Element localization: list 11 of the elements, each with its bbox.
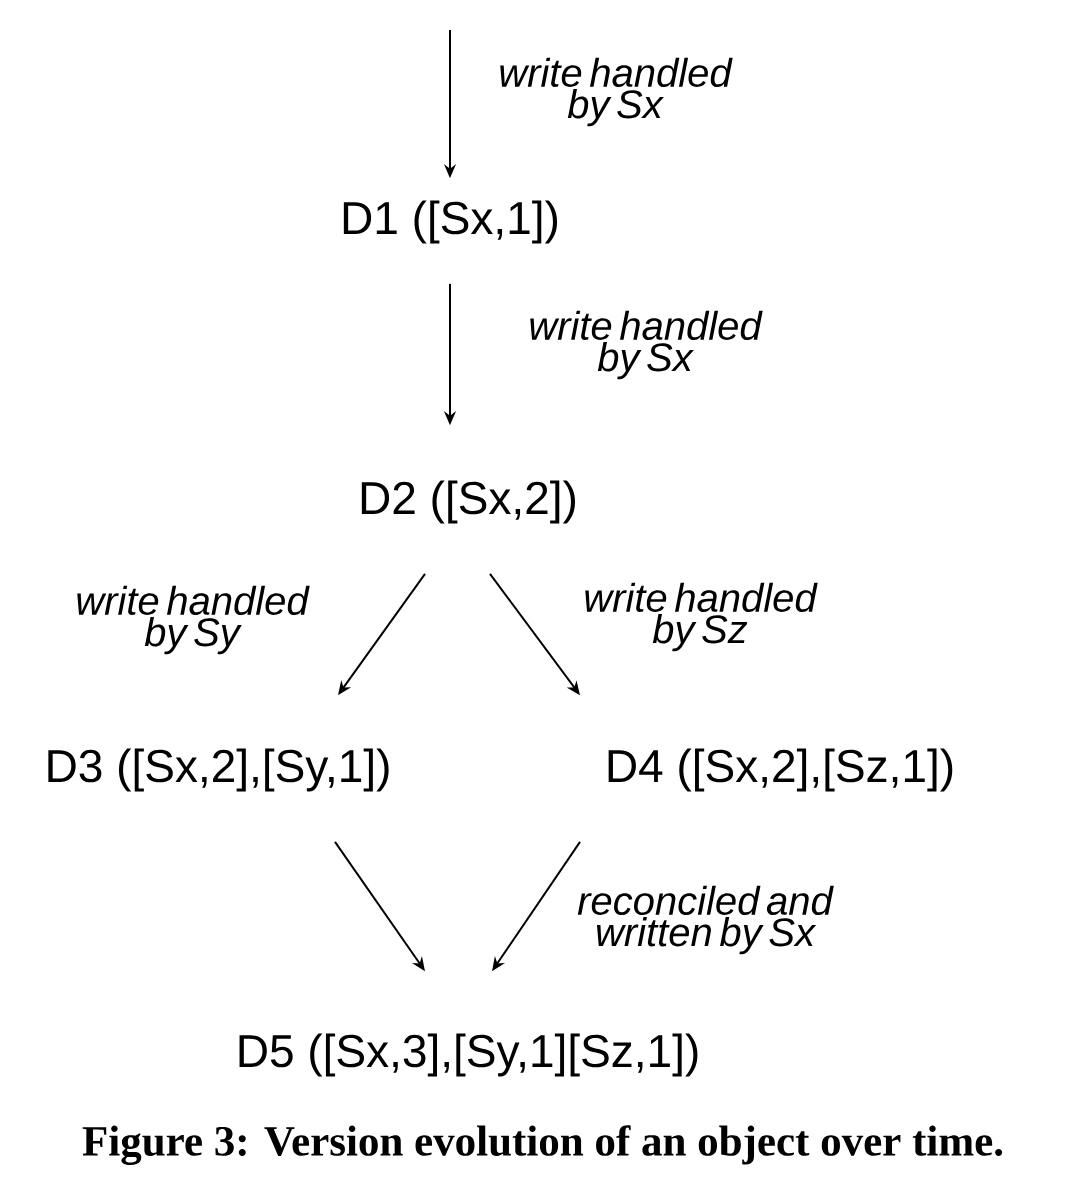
figure-caption: Figure 3: Version evolution of an object over time.: [82, 1125, 1003, 1165]
version-label: D4 ([Sx,2],[Sz,1]): [608, 748, 953, 792]
version-label: D5 ([Sx,3],[Sy,1][Sz,1]): [239, 1033, 698, 1077]
edge-label: write handled by Sz: [561, 580, 839, 654]
edge-label: write handled by Sx: [506, 308, 784, 382]
version-label: D1 ([Sx,1]): [343, 200, 558, 244]
version-label: D2 ([Sx,2]): [361, 480, 576, 524]
edge-label: write handled by Sx: [476, 55, 754, 129]
edge-label: write handled by Sy: [53, 583, 331, 657]
version-label: D3 ([Sx,2],[Sy,1]): [48, 748, 389, 792]
edge-label: reconciled and written by Sx: [566, 883, 844, 957]
